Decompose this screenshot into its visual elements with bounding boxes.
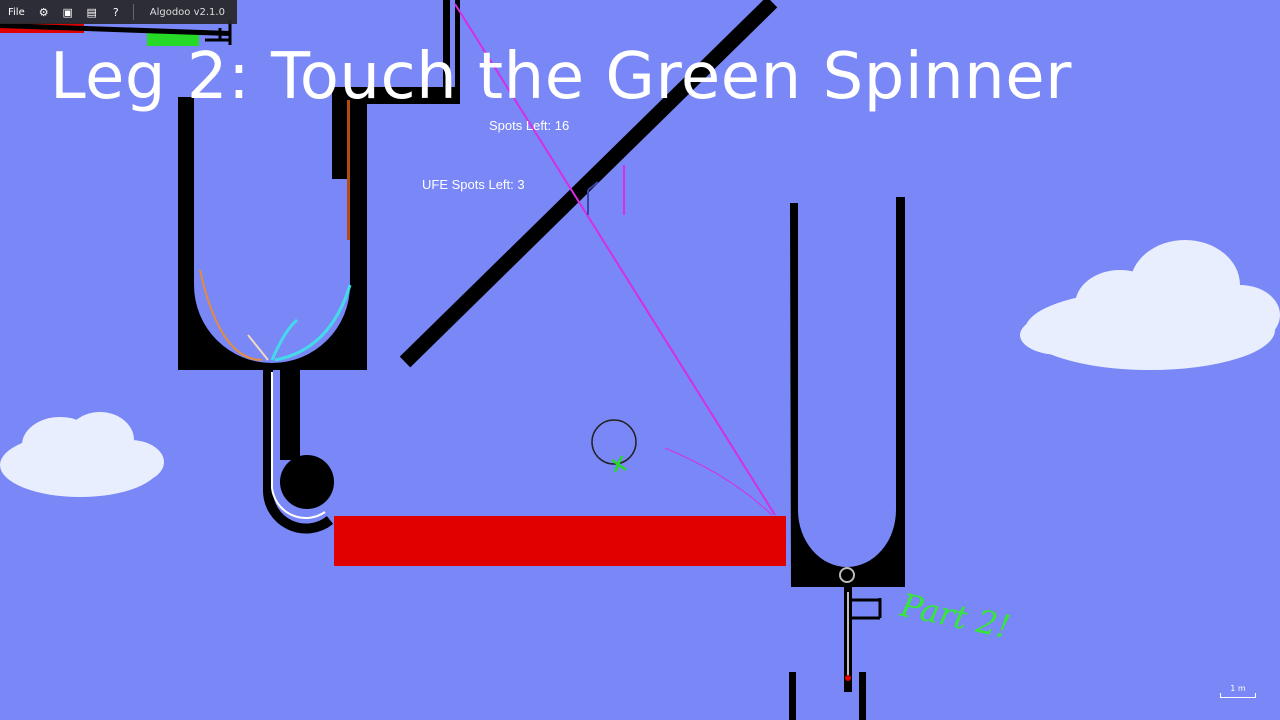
right-u-bucket [790, 197, 905, 587]
window-icon[interactable]: ▤ [86, 5, 97, 19]
file-menu[interactable]: File [8, 6, 25, 18]
ufe-spots-left-counter: UFE Spots Left: 3 [422, 177, 525, 192]
app-toolbar: File ⚙ ▣ ▤ ? Algodoo v2.1.0 [0, 0, 237, 24]
scale-bar [1220, 693, 1256, 698]
diagonal-ramp [399, 0, 778, 368]
help-button[interactable]: ? [112, 5, 119, 19]
level-title: Leg 2: Touch the Green Spinner [50, 40, 1072, 114]
left-u-bucket [178, 97, 367, 370]
laser-beams [454, 3, 776, 516]
play-icon[interactable]: ▣ [62, 5, 73, 19]
top-left-hazard [0, 20, 232, 46]
spots-left-counter: Spots Left: 16 [489, 118, 570, 133]
top-chute [332, 0, 460, 179]
left-tube-hook [262, 370, 334, 534]
cloud-left [0, 412, 164, 497]
scale-indicator: 1 m [1220, 684, 1256, 698]
toolbar-separator [132, 4, 134, 20]
cloud-right [1020, 240, 1280, 370]
red-hazard-platform [334, 516, 786, 566]
bottom-shaft [789, 587, 882, 720]
app-version-label: Algodoo v2.1.0 [149, 6, 225, 18]
green-spinner[interactable] [591, 419, 637, 473]
scale-label: 1 m [1230, 684, 1246, 693]
gear-icon[interactable]: ⚙ [38, 5, 49, 19]
small-launcher [587, 181, 599, 215]
